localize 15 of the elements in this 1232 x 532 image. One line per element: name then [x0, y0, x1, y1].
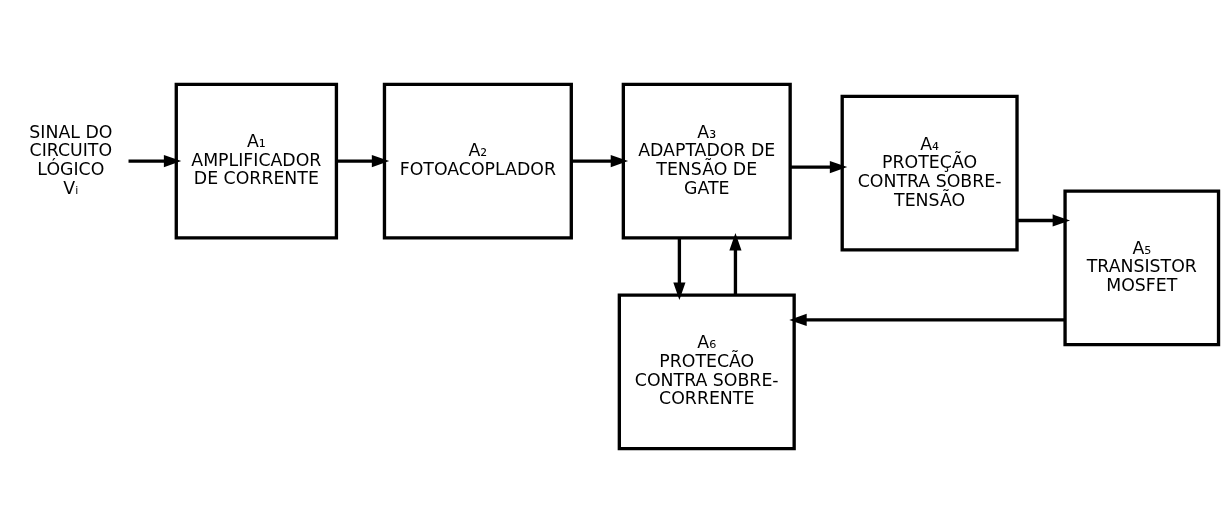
node-box: A₁ AMPLIFICADOR DE CORRENTE	[174, 82, 339, 239]
node-box: A₂ FOTOACOPLADOR	[382, 82, 573, 239]
arrow	[790, 160, 848, 173]
arrow	[789, 313, 1066, 326]
arrow	[1017, 213, 1071, 227]
node-box: A₄ PROTEÇÃO CONTRA SOBRE-TENSÃO	[840, 94, 1019, 251]
arrow	[729, 232, 742, 295]
arrow	[336, 154, 390, 167]
node-box: A₅ TRANSISTOR MOSFET	[1063, 188, 1221, 346]
node-box: A₆ PROTECÃO CONTRA SOBRE-CORRENTE	[617, 293, 796, 450]
arrow	[673, 237, 686, 300]
node-box: A₃ ADAPTADOR DE TENSÃO DE GATE	[621, 82, 792, 239]
node-text: SINAL DO CIRCUITO LÓGICO Vᵢ	[29, 121, 113, 198]
arrow	[128, 154, 182, 167]
arrow	[571, 154, 629, 167]
